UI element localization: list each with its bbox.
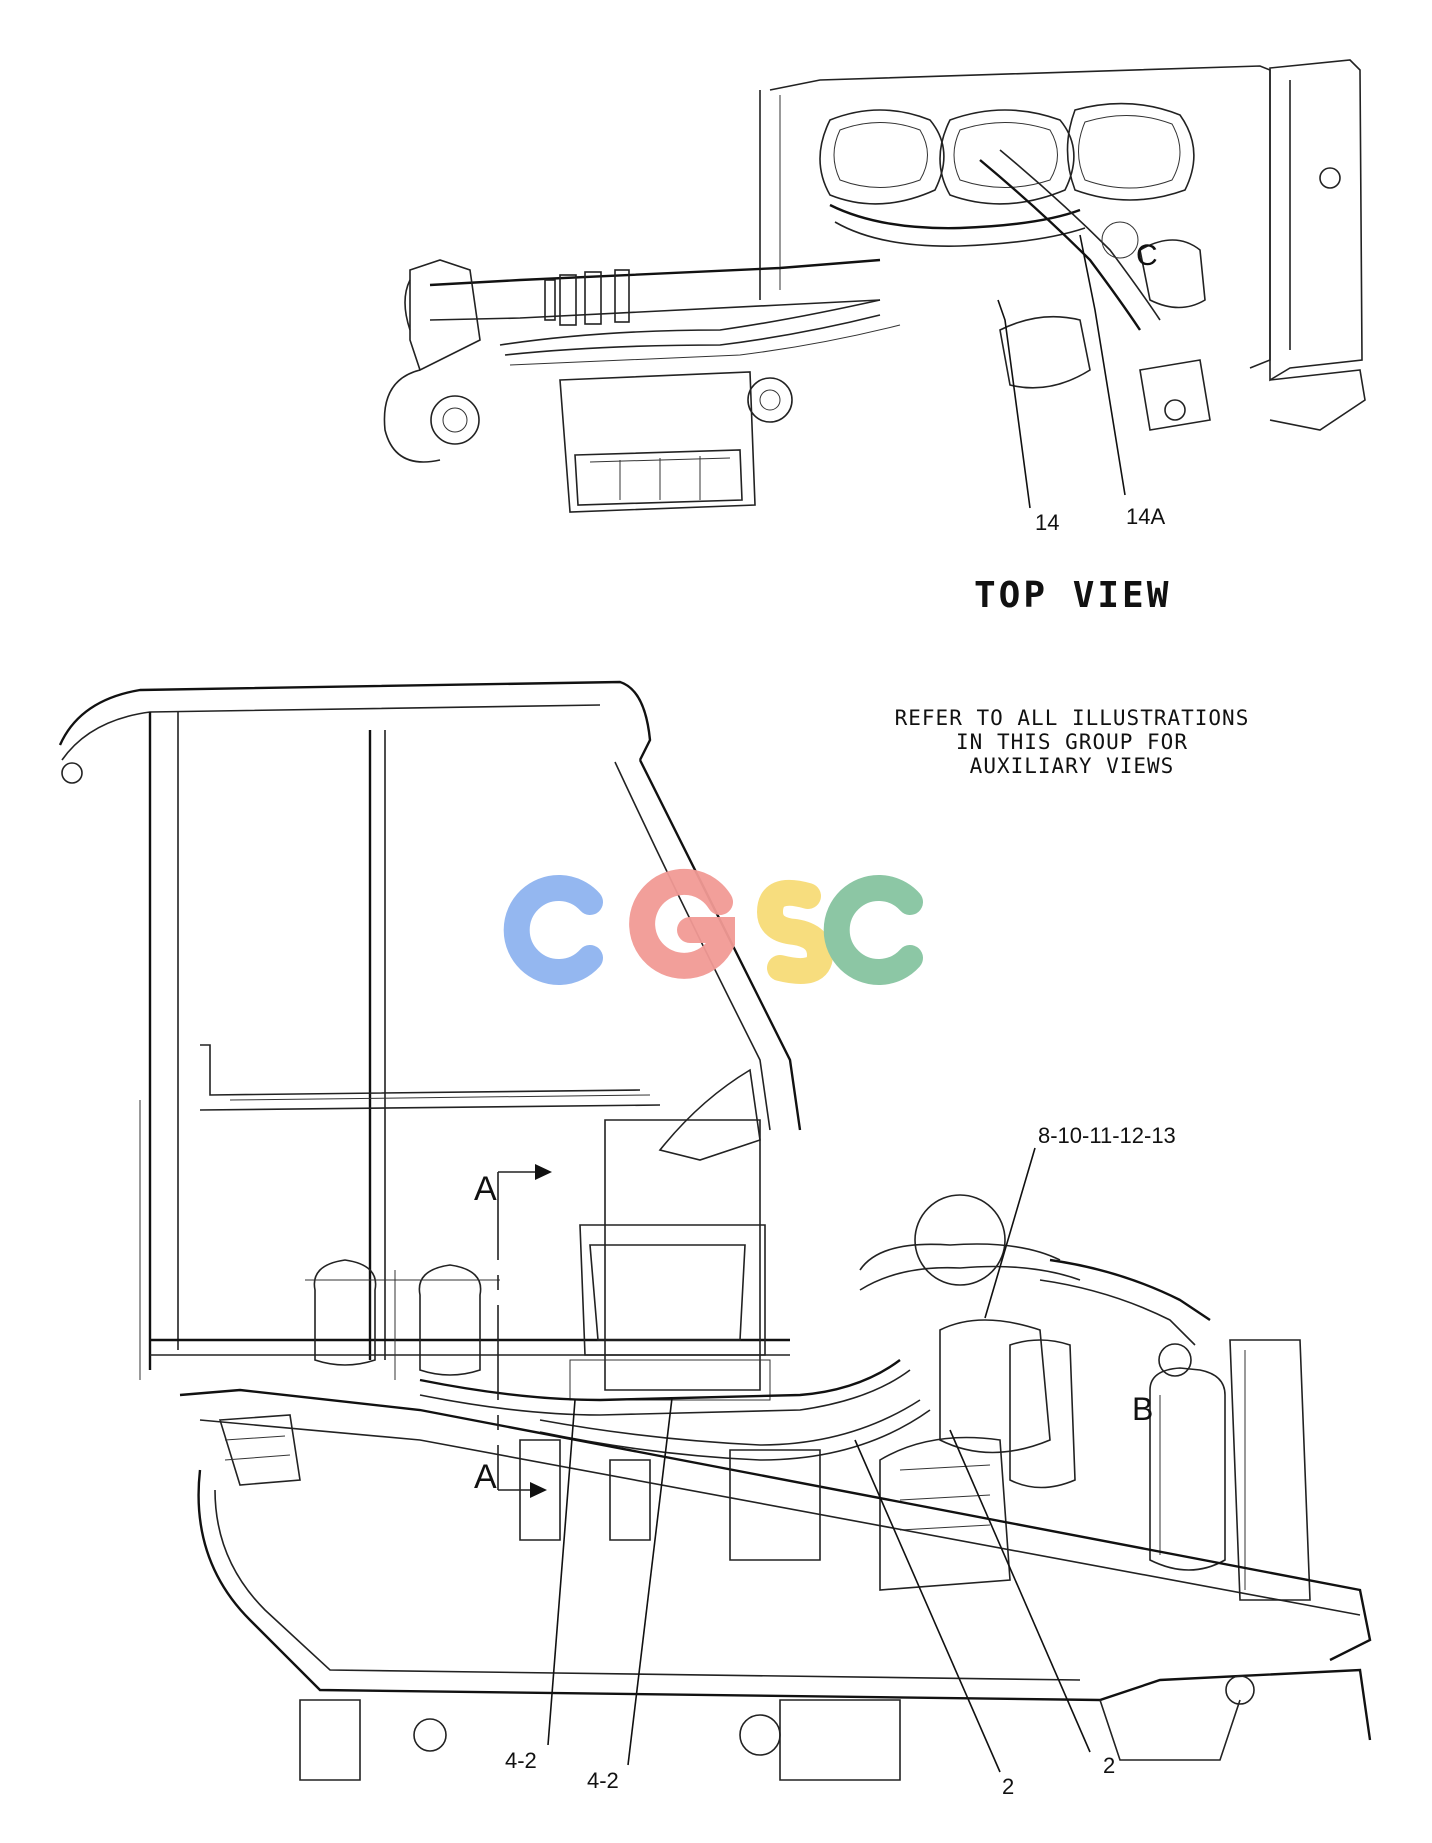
side-view-drawing (58, 680, 1372, 1781)
main-frame-rail (179, 1388, 1372, 1781)
rops-canopy (58, 680, 802, 1380)
section-a-cut-line (497, 1164, 552, 1498)
callout-14: 14 (1035, 510, 1059, 535)
auxiliary-views-note: REFER TO ALL ILLUSTRATIONS IN THIS GROUP… (895, 706, 1250, 778)
note-line-2: IN THIS GROUP FOR (956, 730, 1188, 754)
callout-4-2-left: 4-2 (505, 1748, 537, 1773)
engine-assembly (859, 1194, 1311, 1601)
section-marker-c: C (1136, 239, 1158, 272)
cylinder-heads (819, 102, 1195, 205)
section-marker-a-bottom: A (474, 1458, 497, 1496)
reservoir-tanks (305, 1259, 500, 1380)
note-line-3: AUXILIARY VIEWS (970, 754, 1175, 778)
callout-2-left: 2 (1002, 1774, 1014, 1799)
callout-4-2-right: 4-2 (587, 1768, 619, 1793)
callout-14a: 14A (1126, 504, 1165, 529)
callout-2-right: 2 (1103, 1753, 1115, 1778)
top-view-drawing (383, 59, 1366, 513)
seat-console (569, 1068, 771, 1401)
section-marker-b: B (1132, 1391, 1153, 1427)
note-line-1: REFER TO ALL ILLUSTRATIONS (895, 706, 1250, 730)
callout-8-10-11-12-13: 8-10-11-12-13 (1038, 1123, 1176, 1148)
top-view-title: TOP VIEW (974, 575, 1171, 616)
section-marker-a-top: A (474, 1170, 497, 1208)
battery-box (559, 371, 756, 513)
cgsc-watermark-logo (503, 868, 923, 985)
